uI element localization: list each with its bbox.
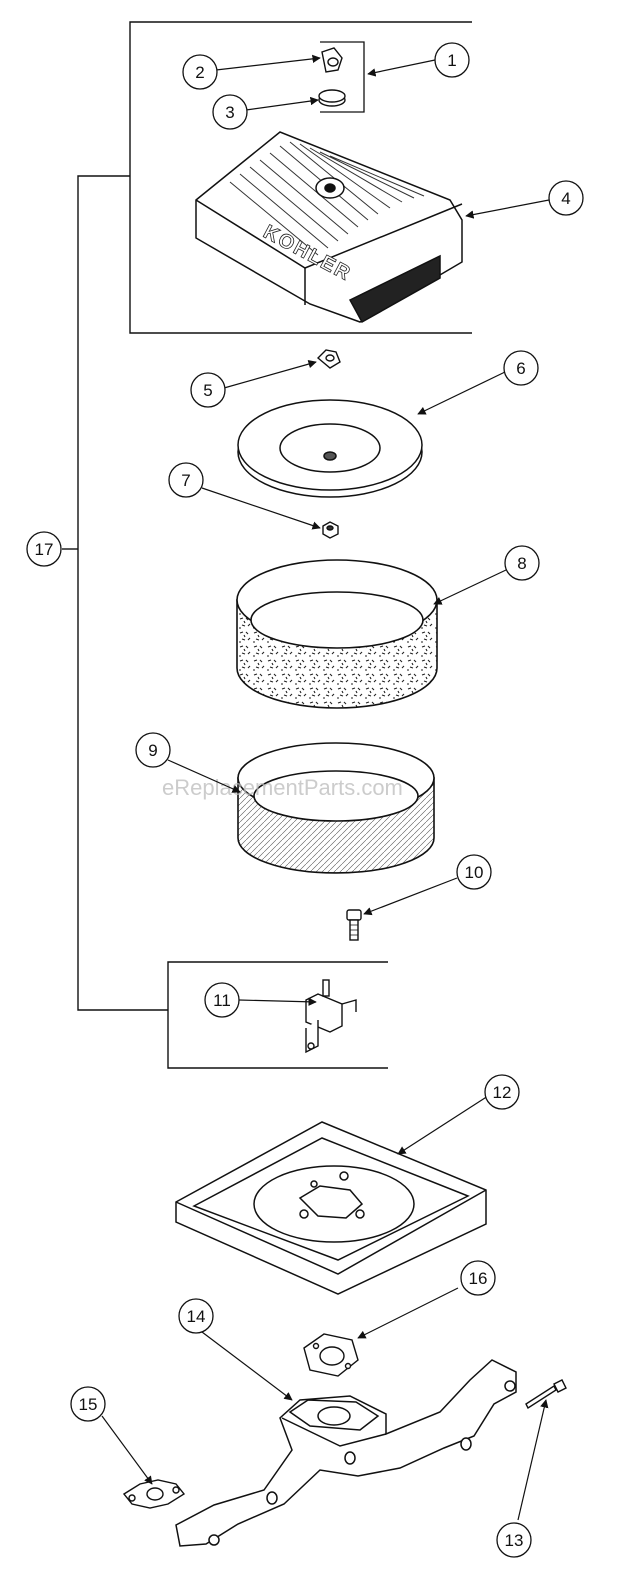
base-plate-part [175, 1121, 487, 1295]
precleaner-part [236, 559, 438, 709]
air-cleaner-cover-part: KOHLER [195, 131, 463, 324]
air-filter-element-part [237, 742, 435, 874]
callout-label: 7 [181, 471, 190, 490]
callout-label: 13 [505, 1531, 524, 1550]
small-nut-part [322, 521, 339, 539]
cover-plate-part [237, 399, 423, 498]
intake-manifold-part [175, 1359, 517, 1547]
callout-label: 15 [79, 1395, 98, 1414]
callout-label: 12 [493, 1083, 512, 1102]
seal-ring-part [318, 89, 346, 107]
gasket-part [303, 1333, 359, 1377]
callout-label: 4 [561, 189, 570, 208]
wing-nut-part [321, 47, 343, 73]
callout-3: 3 [212, 94, 248, 130]
group-bracket-17 [62, 175, 168, 1011]
callout-8: 8 [504, 545, 540, 581]
callout-label: 9 [148, 741, 157, 760]
callout-label: 10 [465, 863, 484, 882]
callout-label: 16 [469, 1269, 488, 1288]
sub-bracket-1 [320, 41, 365, 113]
callout-17: 17 [26, 531, 62, 567]
callout-1: 1 [434, 42, 470, 78]
callout-11: 11 [204, 982, 240, 1018]
callout-6: 6 [503, 350, 539, 386]
callout-label: 17 [35, 540, 54, 559]
callout-label: 14 [187, 1307, 206, 1326]
callout-10: 10 [456, 854, 492, 890]
callout-12: 12 [484, 1074, 520, 1110]
small-gasket-part [122, 1479, 186, 1509]
callout-label: 2 [195, 63, 204, 82]
callout-label: 8 [517, 554, 526, 573]
callout-15: 15 [70, 1386, 106, 1422]
watermark: eReplacementParts.com [162, 775, 403, 800]
bolt-part [346, 909, 362, 941]
callout-5: 5 [190, 372, 226, 408]
wing-nut-lower-part [316, 349, 341, 369]
callout-2: 2 [182, 54, 218, 90]
callout-label: 6 [516, 359, 525, 378]
callout-13: 13 [496, 1522, 532, 1558]
callout-16: 16 [460, 1260, 496, 1296]
callout-7: 7 [168, 462, 204, 498]
callout-9: 9 [135, 732, 171, 768]
callout-14: 14 [178, 1298, 214, 1334]
callout-label: 1 [447, 51, 456, 70]
bracket-part [305, 979, 357, 1054]
leader-lines [101, 54, 550, 1521]
upper-kit-box [129, 21, 472, 334]
callout-label: 11 [213, 991, 231, 1010]
callout-label: 5 [203, 381, 212, 400]
callout-label: 3 [225, 103, 234, 122]
long-bolt-part [525, 1379, 567, 1410]
lower-kit-box [167, 961, 388, 1069]
callout-4: 4 [548, 180, 584, 216]
